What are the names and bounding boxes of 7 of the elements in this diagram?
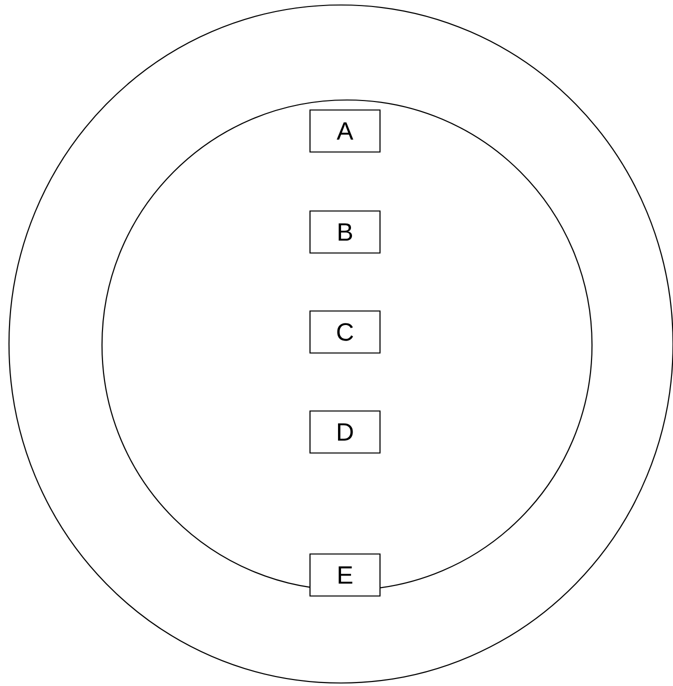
ring-circle	[101, 99, 593, 591]
letter-box: B	[309, 210, 381, 254]
letter-box: C	[309, 310, 381, 354]
ring-circle	[8, 4, 673, 684]
letter-box: A	[309, 109, 381, 153]
letter-box: D	[309, 410, 381, 454]
letter-box: E	[309, 553, 381, 597]
